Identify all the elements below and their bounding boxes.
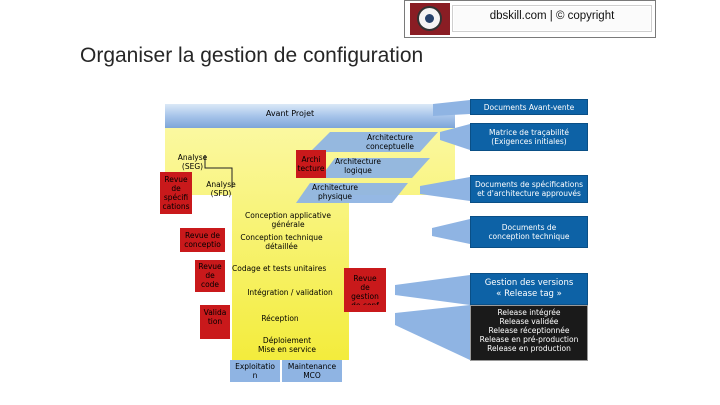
copyright-box: dbskill.com | © copyright [452,5,652,32]
funnel-connector [204,155,233,188]
arrow-releases [395,305,470,360]
codage-label: Codage et tests unitaires [232,264,327,273]
arch-logique-shape [320,158,430,178]
gestion-versions-box: Gestion des versions« Release tag » [470,273,588,305]
documents-avant-vente-box: Documents Avant-vente [470,99,588,115]
logo-dot-icon [425,14,434,23]
arrow-conception [432,219,470,244]
copyright-text: dbskill.com | © copyright [489,10,615,22]
analyse-seg-label: Analyse(SEG) [177,153,208,171]
arrow-avant-vente [433,100,470,116]
logo-seal-icon [417,6,442,31]
reception-label: Réception [261,314,299,323]
arrow-versions [395,275,470,305]
releases-box: Release intégrée Release validée Release… [470,305,588,361]
dbskill-logo [410,3,450,35]
arrow-matrice [440,124,470,150]
matrice-tracabilite-box: Matrice de traçabilité(Exigences initial… [470,123,588,151]
avant-projet-label: Avant Projet [265,109,315,118]
arrow-specs [420,177,470,201]
arch-physique-shape [296,183,408,203]
analyse-sfd-label: Analyse(SFD) [206,180,236,198]
arch-conceptuelle-shape [310,132,438,152]
integration-label: Intégration / validation [247,288,333,297]
page-title: Organiser la gestion de configuration [80,44,424,67]
avant-projet-band [165,104,455,128]
